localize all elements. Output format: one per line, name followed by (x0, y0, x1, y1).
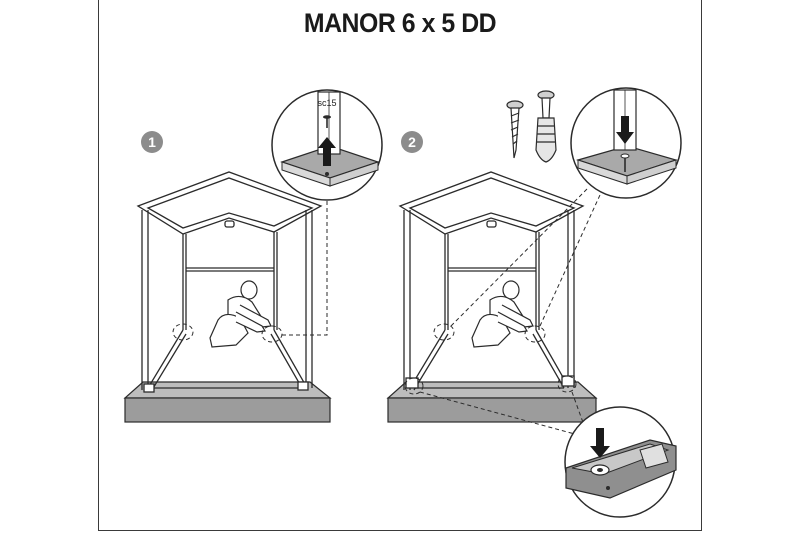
arrow-down-icon (590, 428, 610, 458)
screw-icon (620, 153, 630, 172)
step-1-marker-left (172, 323, 194, 341)
step-2-badge: 2 (401, 131, 423, 153)
step-1-floor-base (123, 381, 332, 423)
step-2-leader-line-b (539, 194, 601, 327)
step-2-number: 2 (408, 134, 416, 150)
step-2-marker-front-right (557, 375, 577, 393)
step-1-number: 1 (148, 134, 156, 150)
step-1-marker-right (261, 325, 283, 343)
step-1-leader-line (282, 180, 328, 336)
step-1: 1 (123, 89, 383, 423)
step-2-leader-line-a (450, 187, 589, 327)
step-1-badge: 1 (141, 131, 163, 153)
step-1-worker-figure (209, 280, 272, 348)
step-2-detail-inset-bottom (564, 406, 677, 518)
step-2-marker-back-right (524, 325, 546, 343)
step-2-floor-base (386, 381, 598, 423)
wall-plug-icon (535, 90, 557, 163)
part-label-sc15: sc15 (317, 98, 336, 108)
screw-icon (323, 115, 331, 128)
page-title: MANOR 6 x 5 DD (303, 8, 497, 38)
step-1-shed-frame (136, 171, 323, 393)
step-2-marker-back-left (433, 323, 455, 341)
step-1-detail-inset: sc15 (271, 89, 383, 201)
step-2-detail-inset-top (570, 87, 682, 199)
arrow-up-icon (318, 137, 336, 166)
screw-icon (506, 100, 524, 159)
step-2-worker-figure (471, 280, 534, 348)
step-2-marker-front-left (404, 377, 424, 395)
step-2: 2 (386, 87, 682, 518)
illustration-frame (98, 0, 702, 531)
arrow-down-icon (616, 116, 634, 144)
step-2-shed-frame (398, 171, 585, 391)
